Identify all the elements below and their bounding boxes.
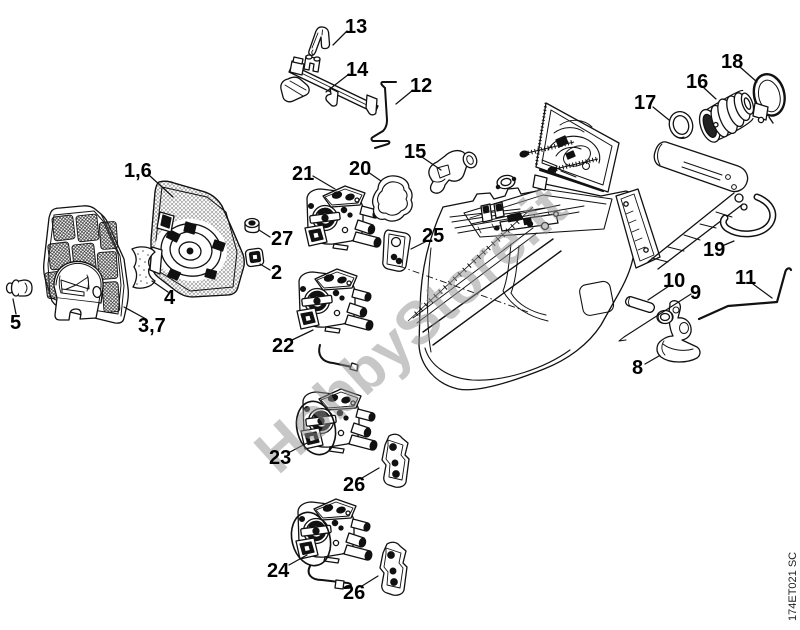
svg-text:14: 14 [346,59,369,81]
svg-text:23: 23 [269,447,291,469]
svg-text:174ET021 SC: 174ET021 SC [787,552,799,621]
svg-text:21: 21 [292,163,314,185]
svg-text:25: 25 [422,225,444,247]
svg-text:13: 13 [345,16,367,38]
svg-text:5: 5 [10,312,21,334]
svg-text:24: 24 [267,560,290,582]
svg-text:11: 11 [735,267,756,289]
svg-text:26: 26 [343,474,365,496]
svg-text:16: 16 [686,71,708,93]
svg-text:26: 26 [343,582,365,604]
svg-text:12: 12 [410,75,432,97]
svg-text:2: 2 [271,262,282,284]
svg-text:9: 9 [690,282,701,304]
svg-text:18: 18 [721,51,743,73]
svg-text:15: 15 [404,141,426,163]
svg-text:10: 10 [663,270,685,292]
svg-text:22: 22 [272,335,294,357]
svg-text:1,6: 1,6 [124,160,152,182]
svg-text:19: 19 [703,239,725,261]
svg-text:17: 17 [634,92,656,114]
svg-text:4: 4 [164,287,176,309]
svg-text:3,7: 3,7 [138,315,166,337]
svg-text:20: 20 [349,158,371,180]
svg-text:8: 8 [632,357,643,379]
svg-text:27: 27 [271,228,293,250]
